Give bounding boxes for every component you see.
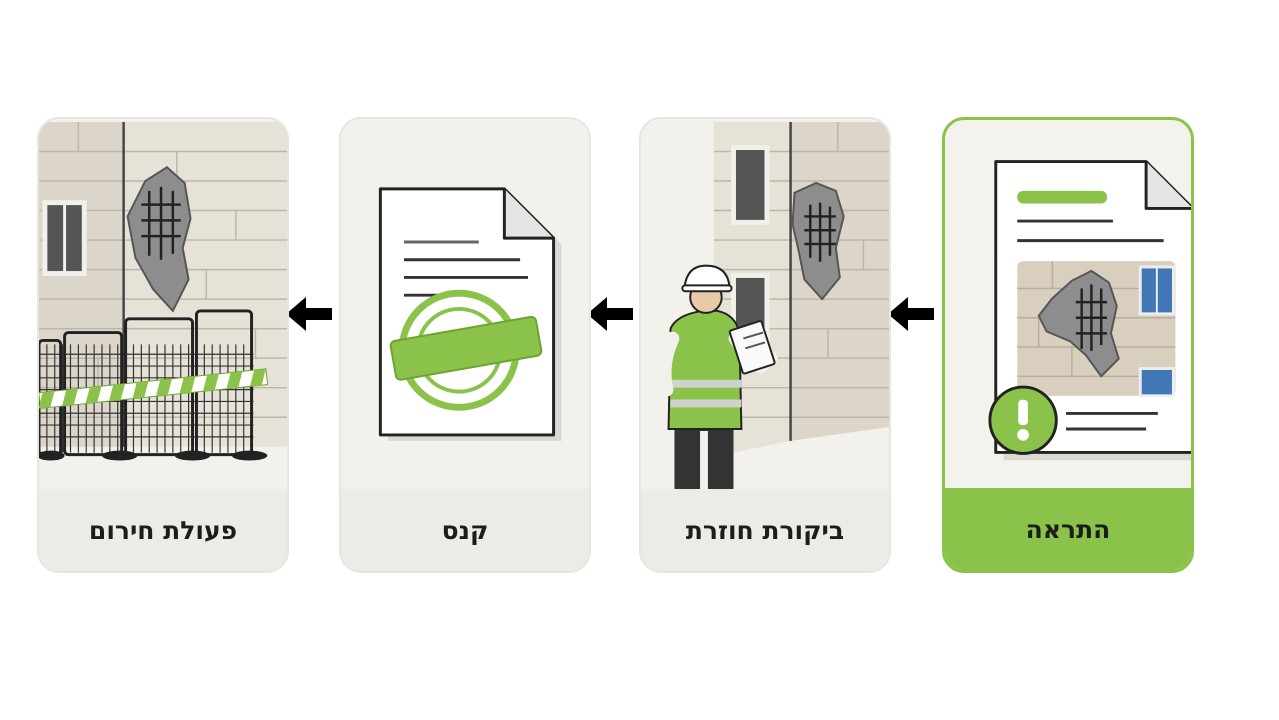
step-card-emergency: פעולת חירום [37,117,289,573]
step-card-fine: קנס [339,117,591,573]
step-label-inspection: ביקורת חוזרת [685,515,845,545]
step-label-area: התראה [945,488,1191,570]
step-label-area: ביקורת חוזרת [641,489,889,571]
step-label-emergency: פעולת חירום [88,515,238,545]
step-label-area: קנס [341,489,589,571]
inspector-building-icon [657,121,889,491]
step-card-warning: התראה [942,117,1194,573]
flow-arrow-icon [286,297,332,331]
step-card-inspection: ביקורת חוזרת [639,117,891,573]
flow-arrow-icon [587,297,633,331]
fine-stamped-document-icon [378,187,562,441]
warning-notice-document-icon [988,160,1191,461]
step-label-area: פעולת חירום [39,489,287,571]
step-label-fine: קנס [441,515,489,545]
step-label-warning: התראה [1025,514,1111,544]
emergency-fence-building-icon [39,121,287,461]
flow-arrow-icon [888,297,934,331]
